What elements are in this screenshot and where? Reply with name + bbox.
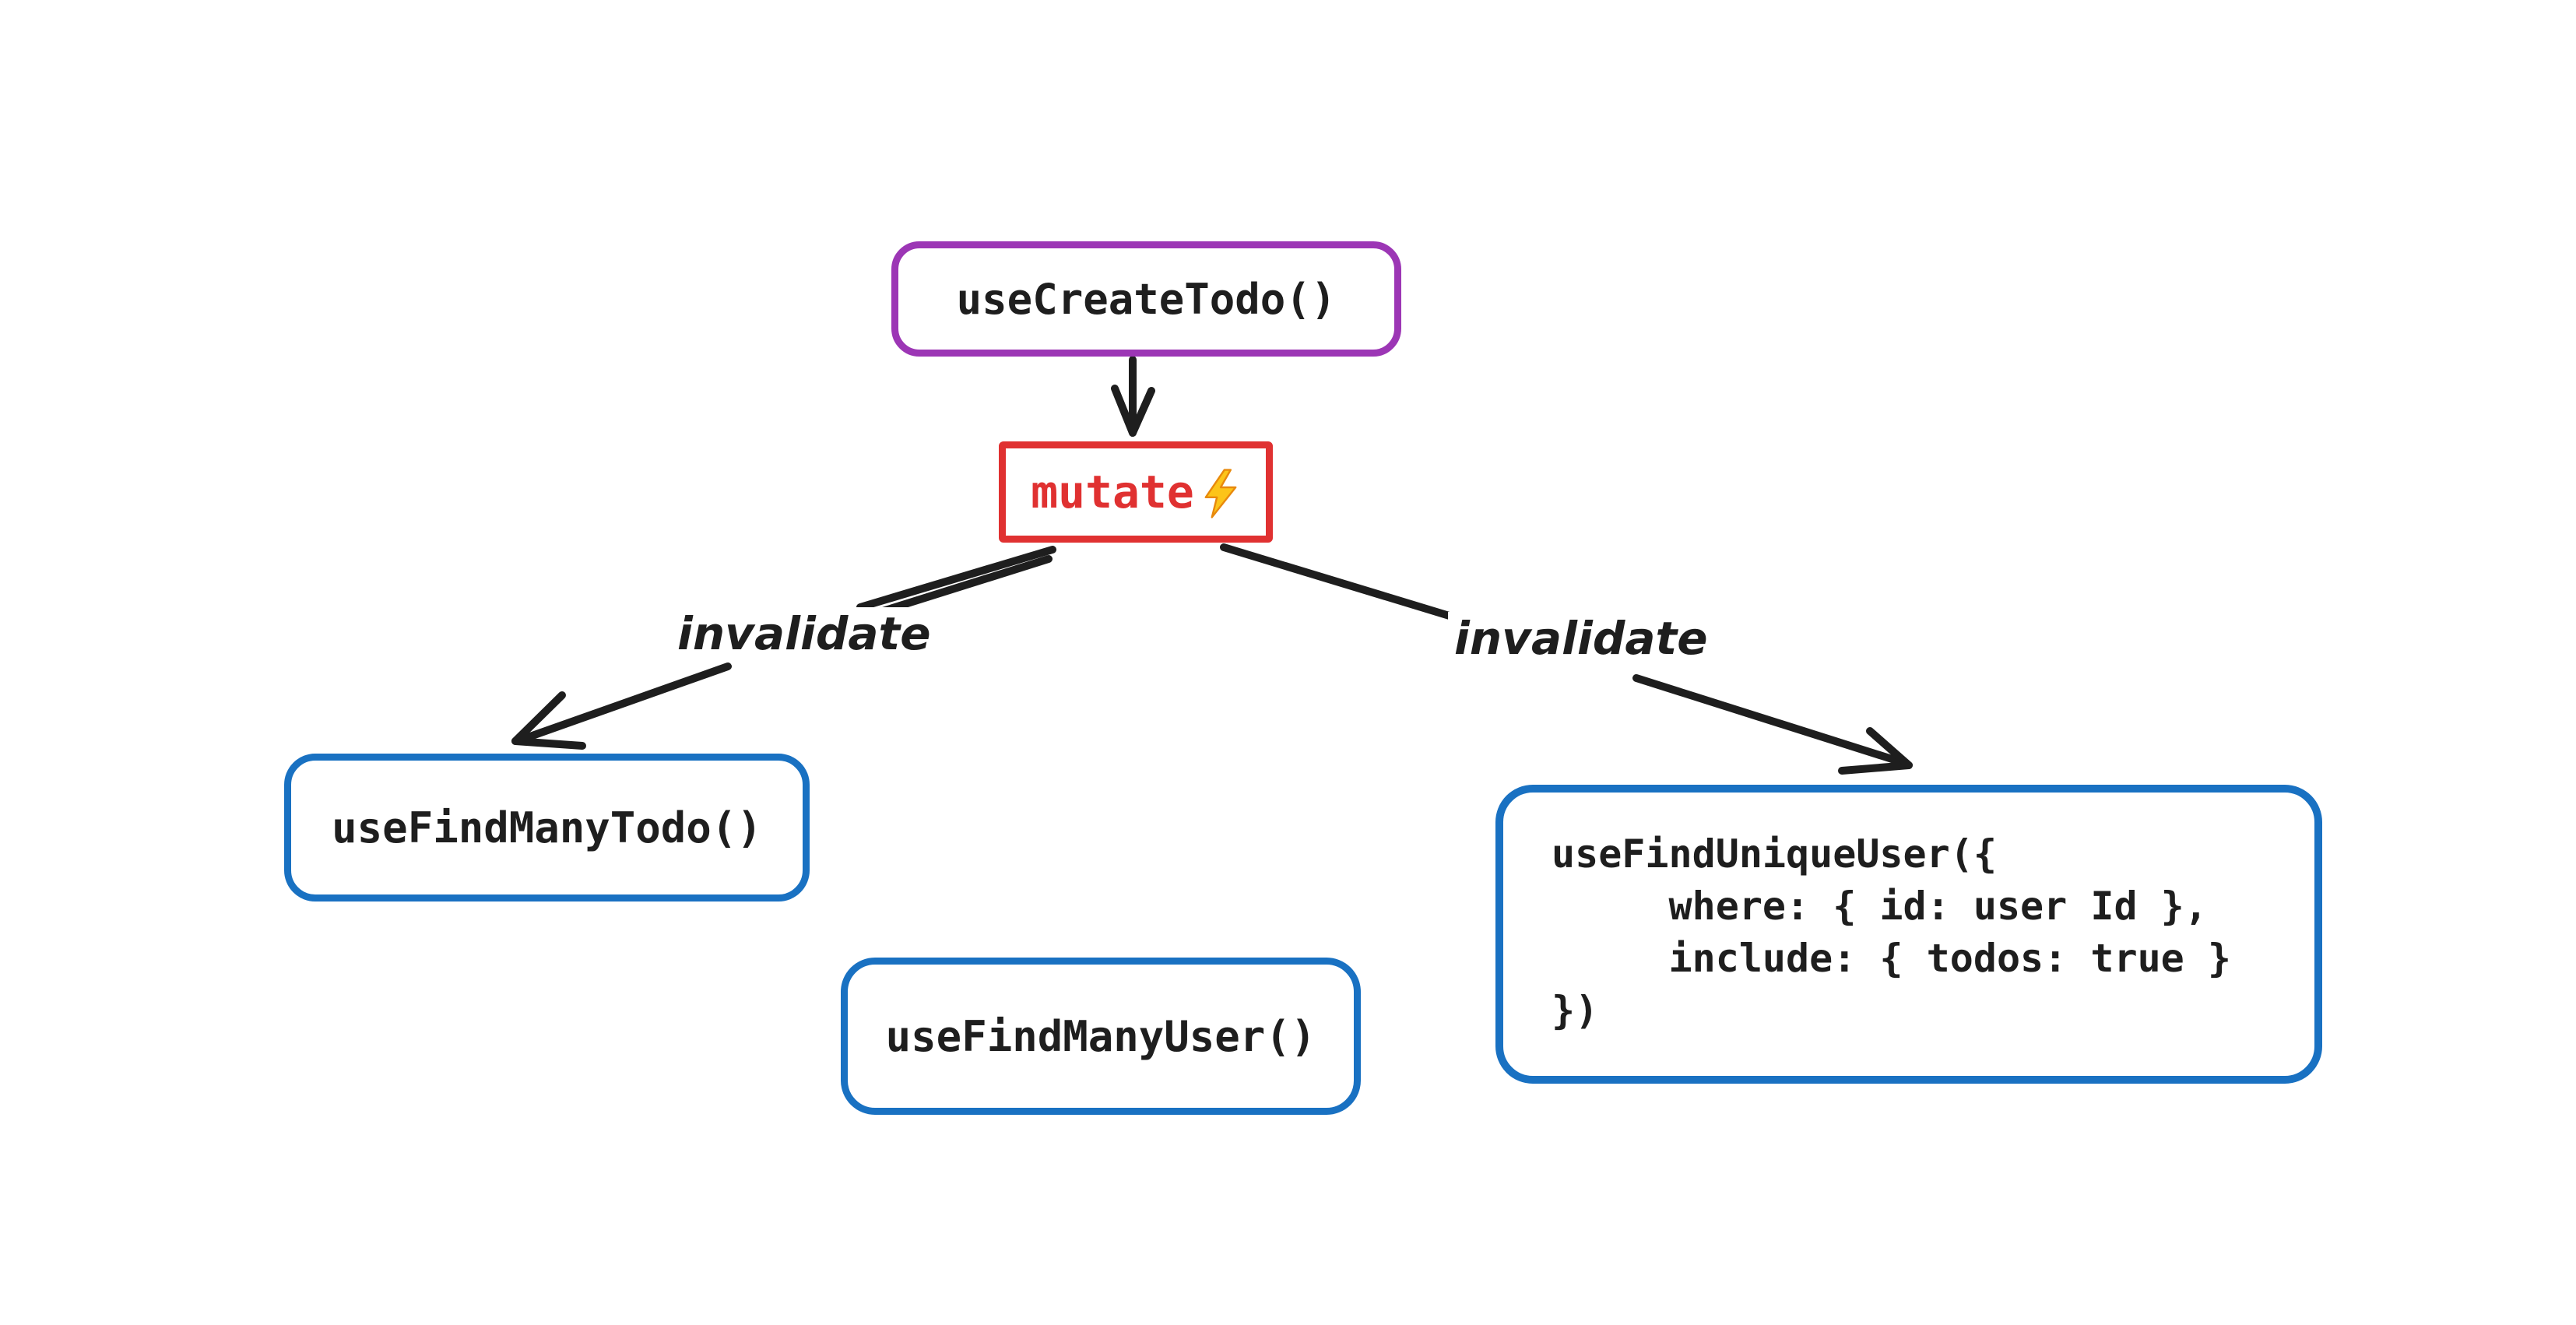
node-use-find-many-user: useFindManyUser() [841, 958, 1361, 1115]
node-use-find-many-todo: useFindManyTodo() [284, 754, 810, 901]
arrow-mutate-to-finduniqueuser [1220, 543, 1913, 775]
node-use-create-todo: useCreateTodo() [891, 241, 1401, 357]
node-use-find-unique-user: useFindUniqueUser({ where: { id: user Id… [1495, 785, 2322, 1084]
node-code: useFindUniqueUser({ where: { id: user Id… [1552, 831, 2231, 1033]
edge-label-invalidate-left: invalidate [671, 607, 937, 660]
arrow-mutate-to-findmanytodo [511, 546, 1056, 750]
node-label: mutate [1031, 466, 1194, 518]
node-label: useFindManyTodo() [332, 803, 762, 852]
lightning-icon [1204, 469, 1237, 518]
node-label: useCreateTodo() [956, 274, 1337, 324]
arrow-create-to-mutate [1111, 356, 1155, 437]
node-label: useFindManyUser() [885, 1011, 1316, 1061]
edge-label-invalidate-right: invalidate [1448, 612, 1714, 665]
node-mutate: mutate [999, 441, 1273, 543]
